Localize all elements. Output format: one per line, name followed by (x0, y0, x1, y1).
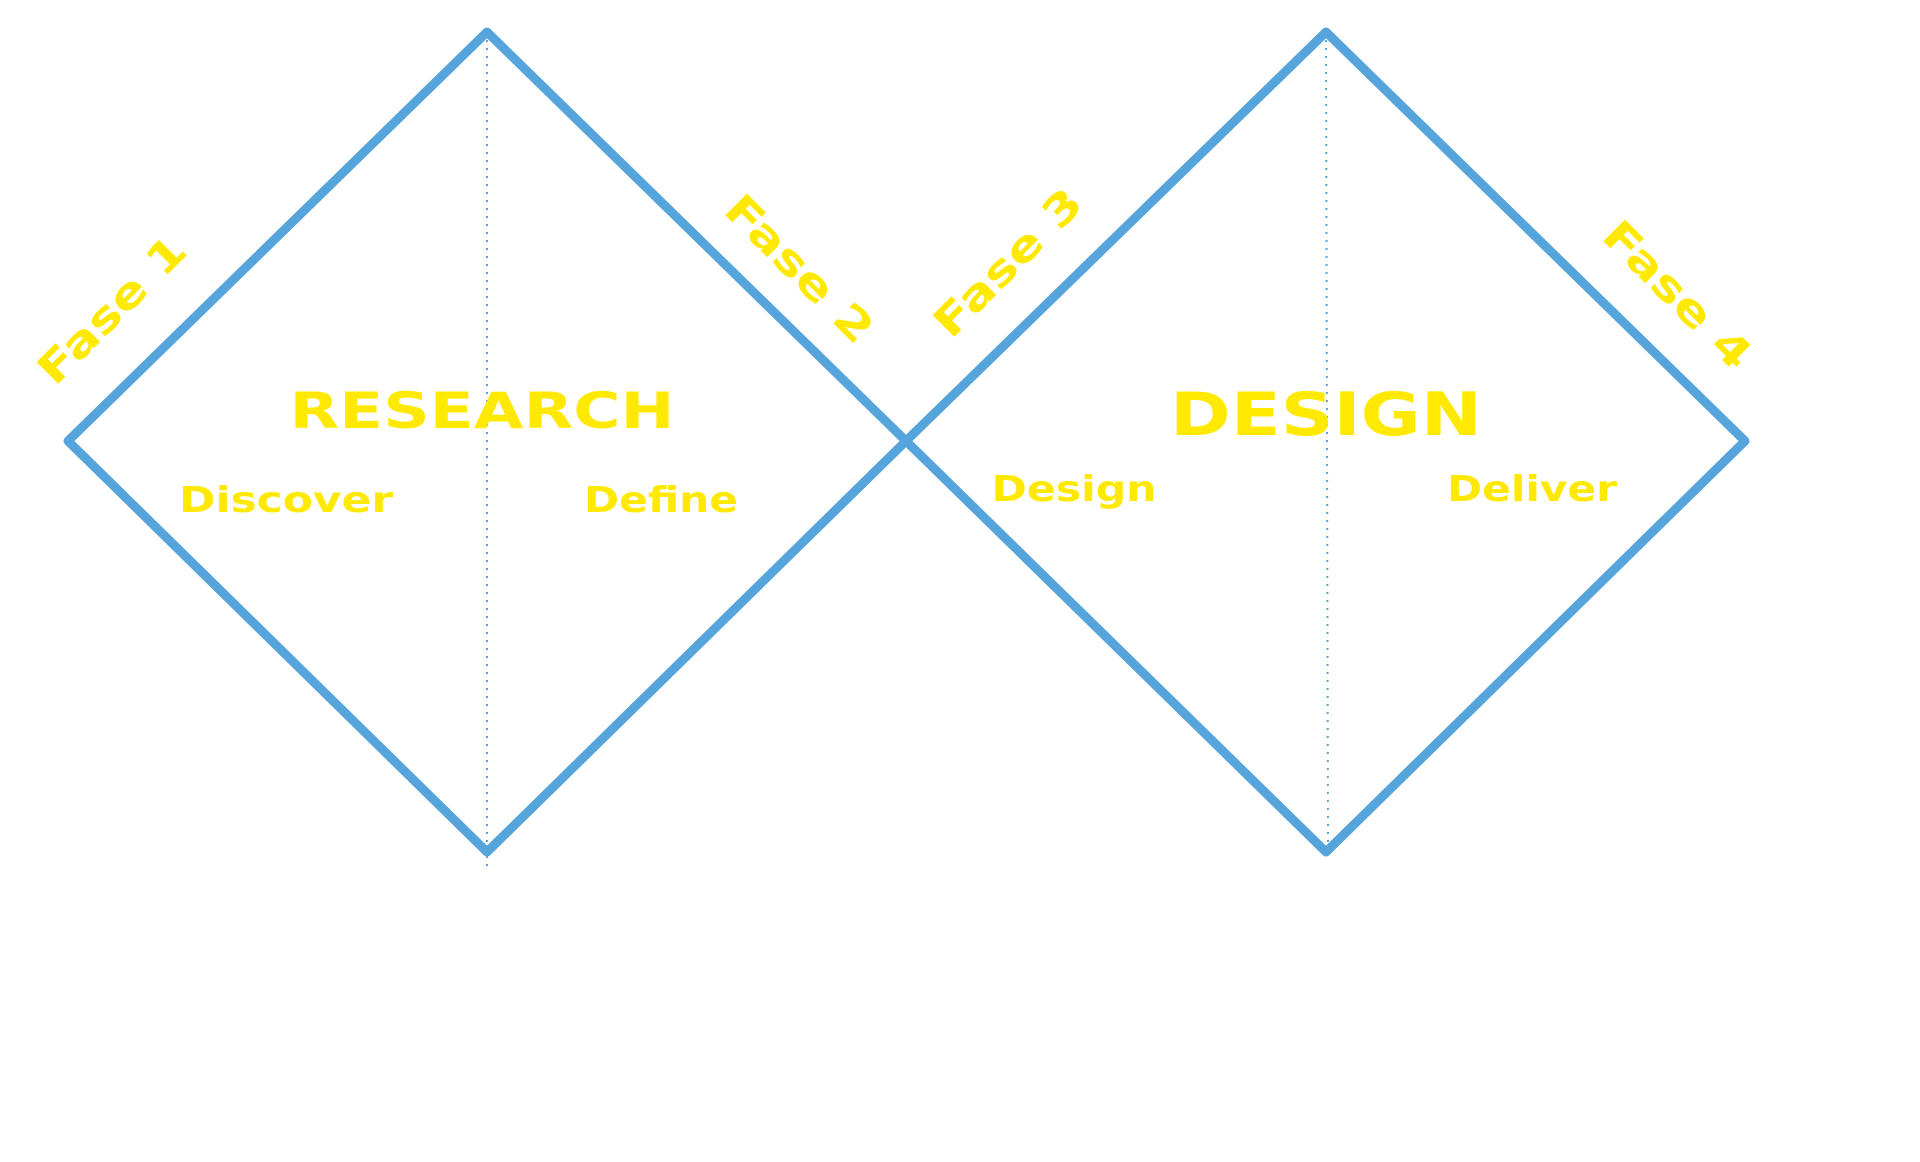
phase-3-label: Fase 3 (923, 178, 1092, 347)
phase-1-label: Fase 1 (27, 225, 196, 394)
diamond-design-title: DESIGN (1170, 380, 1482, 450)
diamond-design-center-line (1325, 39, 1329, 843)
stage-define-label: Define (584, 480, 738, 521)
diamond-research-outline (63, 27, 911, 857)
diamond-design: DESIGN Design Deliver Fase 3 Fase 4 (901, 27, 1762, 857)
diamond-research-title: RESEARCH (290, 382, 675, 440)
stage-discover-label: Discover (179, 480, 393, 521)
stage-deliver-label: Deliver (1447, 469, 1617, 510)
stage-design-label: Design (992, 469, 1157, 510)
phase-2-label: Fase 2 (715, 184, 884, 353)
diamond-design-outline (901, 27, 1750, 857)
phase-4-label: Fase 4 (1593, 210, 1762, 379)
diamond-research: RESEARCH Discover Define Fase 1 Fase 2 (27, 27, 911, 868)
